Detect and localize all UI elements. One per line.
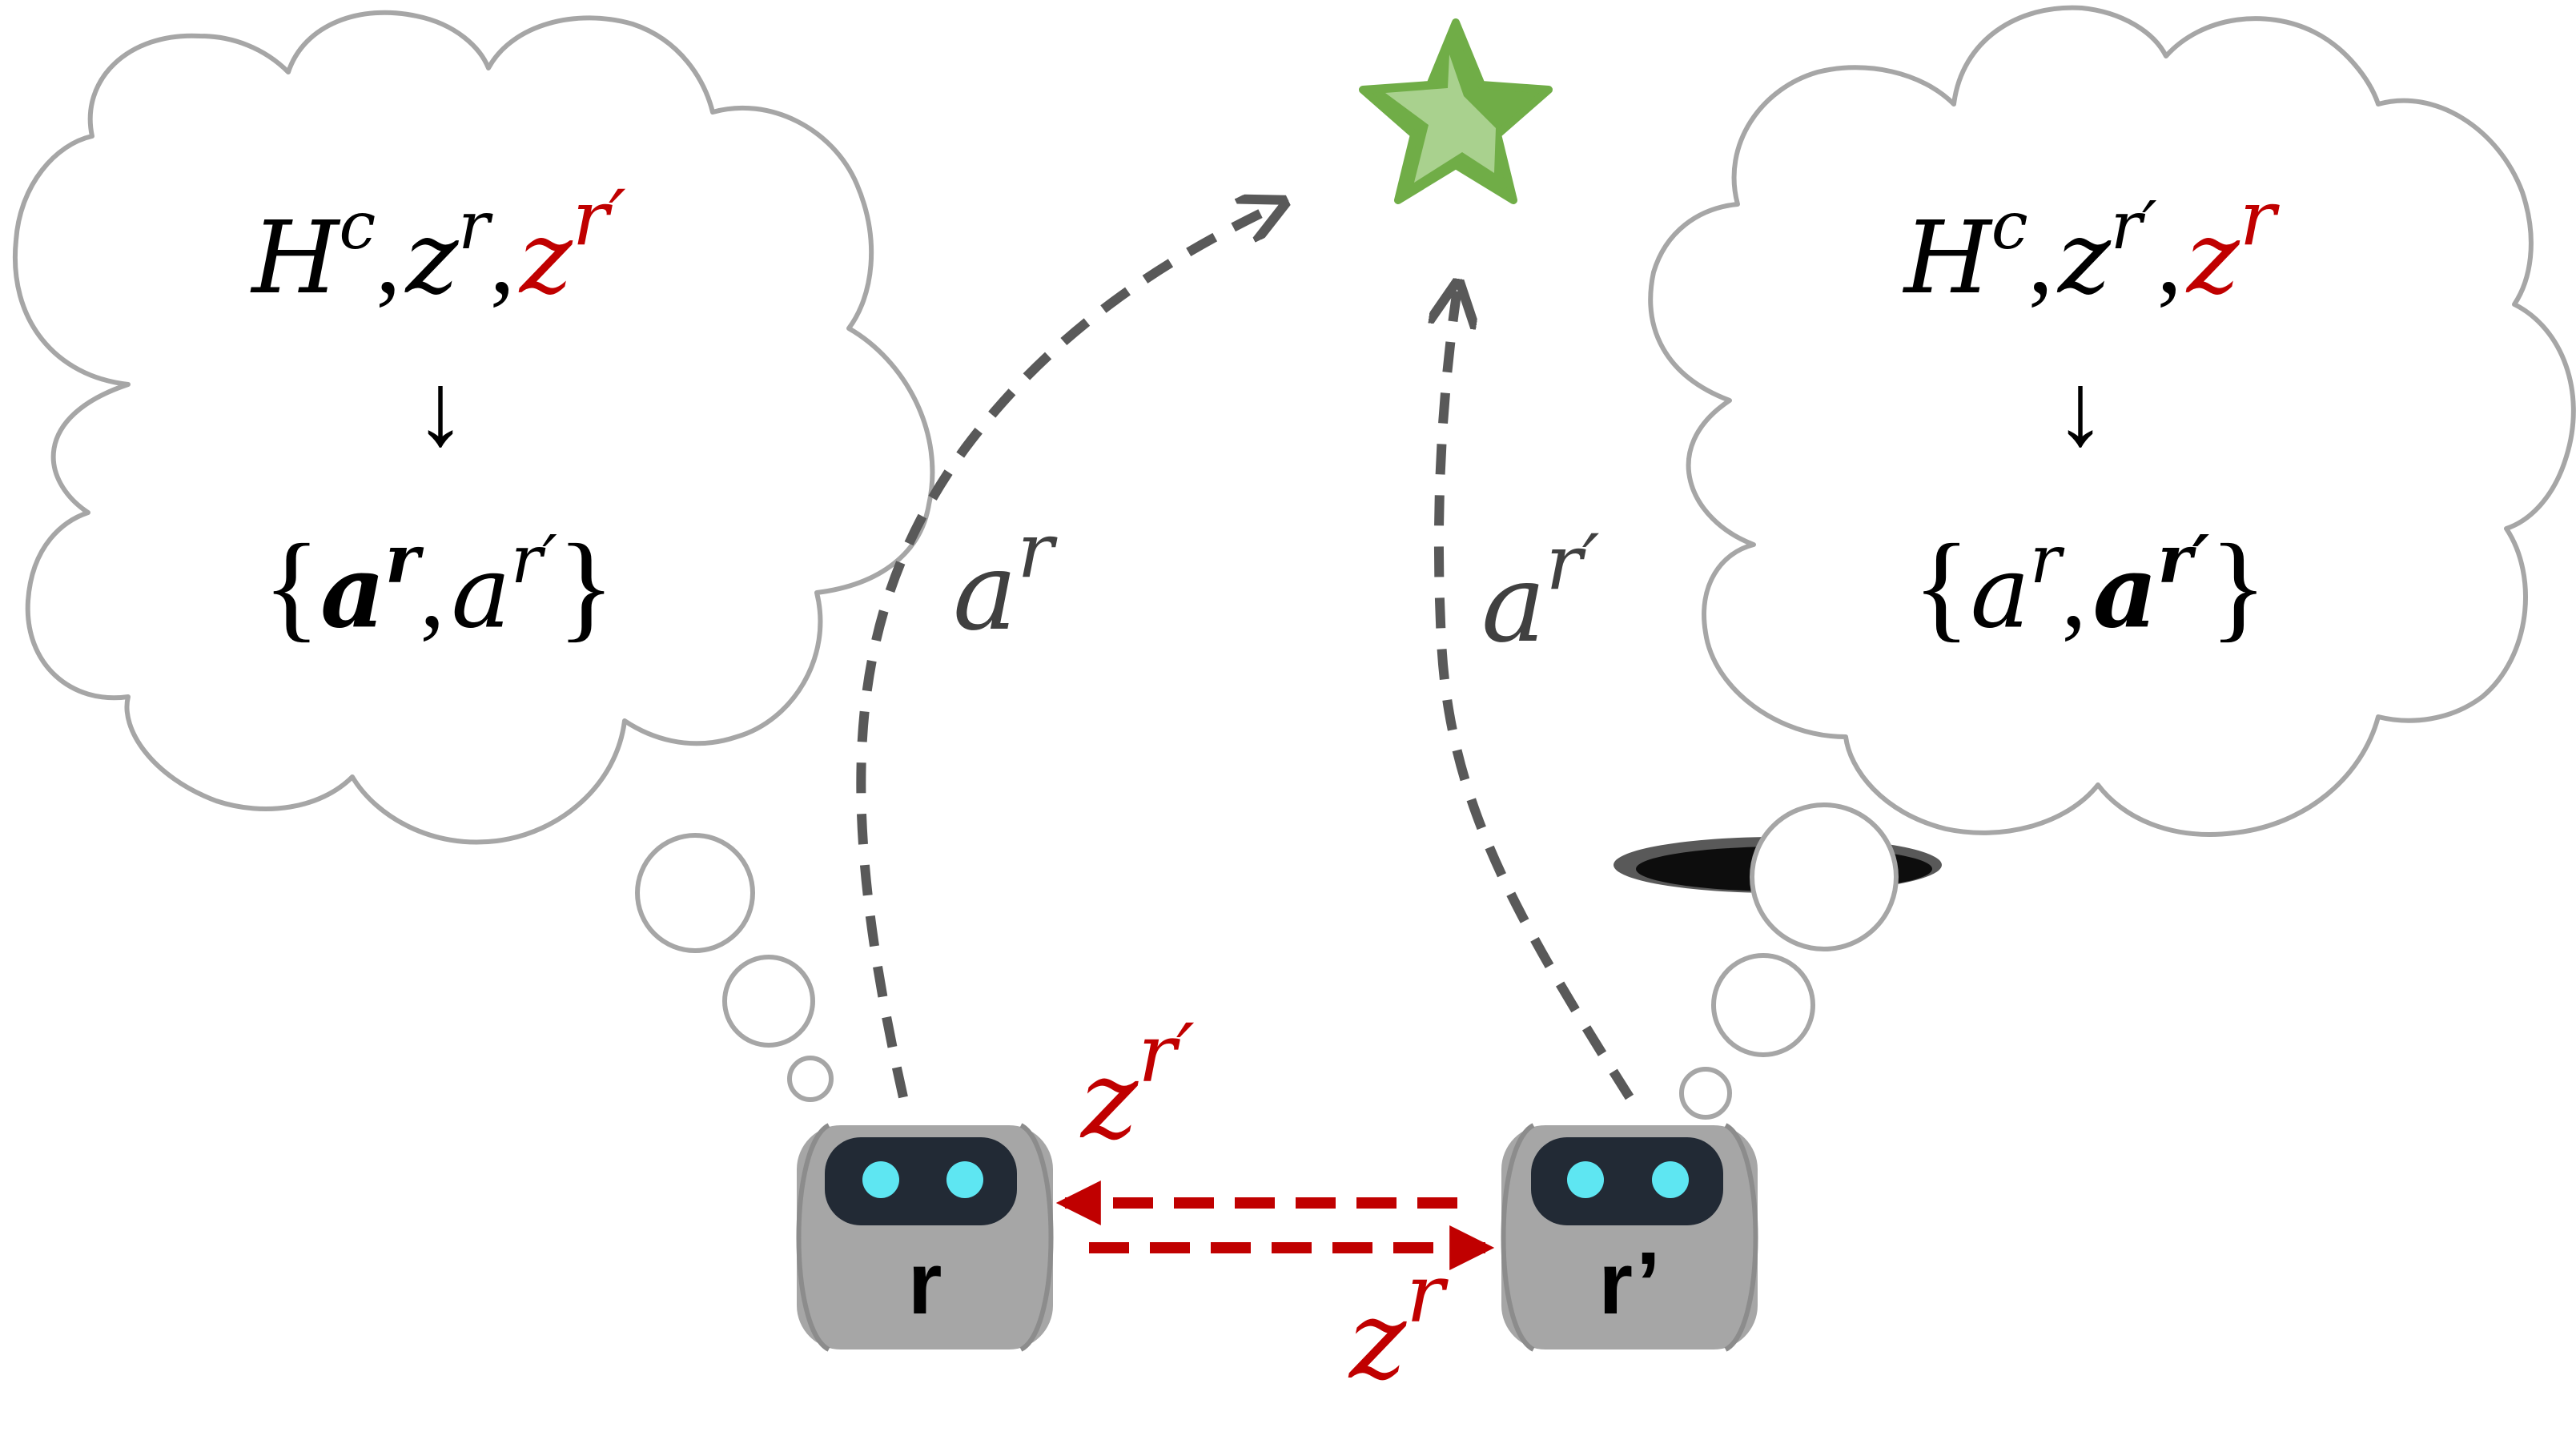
robot-right-label: r’ (1598, 1234, 1660, 1333)
robot-right-face (1531, 1137, 1723, 1225)
left-thought-cloud (12, 10, 935, 845)
robot-icon-right: r’ (1501, 1123, 1758, 1352)
message-label-to-right: zr (1348, 1247, 1449, 1403)
message-label-to-left: zr′ (1079, 1007, 1195, 1163)
right-action-label: ar′ (1481, 519, 1599, 666)
left-cloud-down-arrow: ↓ (415, 352, 467, 468)
right-cloud-down-arrow: ↓ (2055, 352, 2107, 468)
right-input-z2: z (2185, 200, 2240, 316)
left-input-z2-sup: r′ (573, 175, 626, 263)
left-action-label: ar (953, 507, 1059, 654)
right-thought-cloud (1648, 5, 2576, 837)
robot-left-label: r (908, 1234, 942, 1333)
left-input-z1: z (404, 200, 460, 316)
right-cloud-input: Hc,zr′,zr (1903, 175, 2281, 316)
left-output-a2: a (452, 534, 512, 650)
right-input-h-sup: c (1991, 188, 2028, 264)
right-bubble-large (1750, 802, 1899, 951)
robot-right-eye-left (1567, 1161, 1604, 1198)
left-bubble-medium (722, 955, 815, 1048)
star-icon (1359, 18, 1553, 204)
left-output-a2-sup: r′ (511, 522, 557, 598)
left-input-h: H (250, 200, 341, 316)
robot-left-face (825, 1137, 1017, 1225)
robot-right-eye-right (1652, 1161, 1689, 1198)
right-bubble-small (1679, 1067, 1732, 1120)
right-input-z2-sup: r (2240, 175, 2281, 263)
robot-left-eye-left (862, 1161, 899, 1198)
right-input-z1-sup: r′ (2111, 188, 2157, 264)
right-input-h: H (1903, 200, 1994, 316)
left-bubble-large (635, 833, 755, 953)
right-output-a1: a (1971, 534, 2031, 650)
right-thought-bubbles (1679, 802, 1899, 1120)
left-output-a1-sup: r (385, 521, 424, 598)
right-output-a2-sup: r′ (2158, 521, 2210, 598)
left-input-h-sup: c (339, 188, 376, 264)
left-action-path (856, 204, 1280, 1099)
left-input-z2: z (518, 200, 573, 316)
robot-icon-left: r (796, 1123, 1054, 1352)
right-cloud-outline (1648, 5, 2576, 837)
left-output-a1: a (320, 533, 385, 650)
right-output-a1-sup: r (2030, 522, 2065, 598)
right-bubble-medium (1711, 953, 1815, 1057)
left-thought-bubbles (635, 833, 834, 1102)
left-cloud-output: {ar,ar′} (263, 520, 615, 653)
right-input-z1: z (2056, 200, 2112, 316)
robot-left-eye-right (946, 1161, 983, 1198)
left-bubble-small (787, 1056, 834, 1102)
left-input-z1-sup: r (458, 188, 493, 264)
right-output-a2: a (2093, 533, 2158, 650)
left-cloud-input: Hc,zr,zr′ (250, 175, 625, 316)
left-cloud-outline (12, 10, 935, 845)
right-action-path (1439, 288, 1634, 1100)
right-cloud-output: {ar,ar′} (1913, 520, 2268, 653)
